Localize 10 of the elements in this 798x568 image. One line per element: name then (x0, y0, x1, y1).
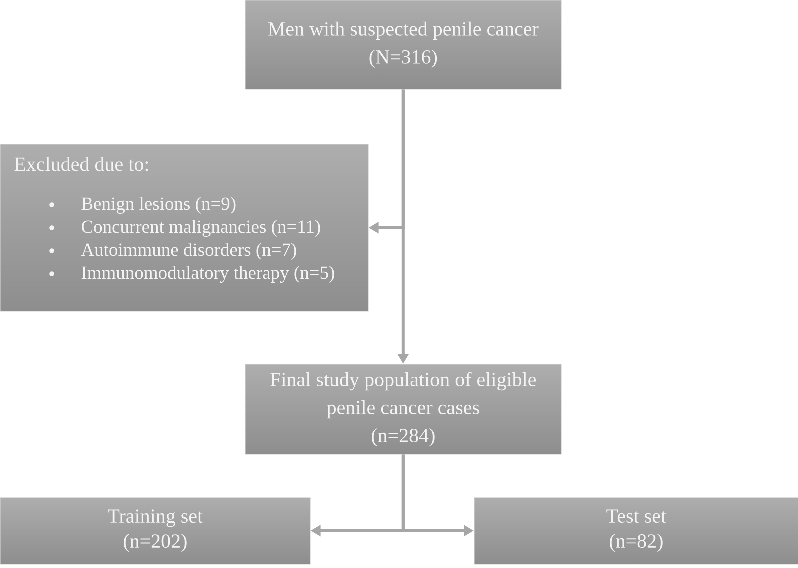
process-box: Men with suspected penile cancer (N=316) (245, 0, 562, 90)
process-box: Training set (n=202) (0, 497, 311, 565)
box-heading: Excluded due to: (14, 157, 148, 172)
list-item: Benign lesions (n=9) (82, 197, 236, 214)
exclusion-box (0, 144, 369, 312)
list-item: Autoimmune disorders (n=7) (81, 243, 296, 260)
process-box: Test set (n=82) (474, 497, 798, 565)
list-item: Immunomodulatory therapy (n=5) (82, 266, 334, 283)
list-item: Concurrent malignancies (n=11) (82, 220, 320, 237)
process-box: Final study population of eligible penile cancer cases (n=284) (245, 364, 562, 455)
